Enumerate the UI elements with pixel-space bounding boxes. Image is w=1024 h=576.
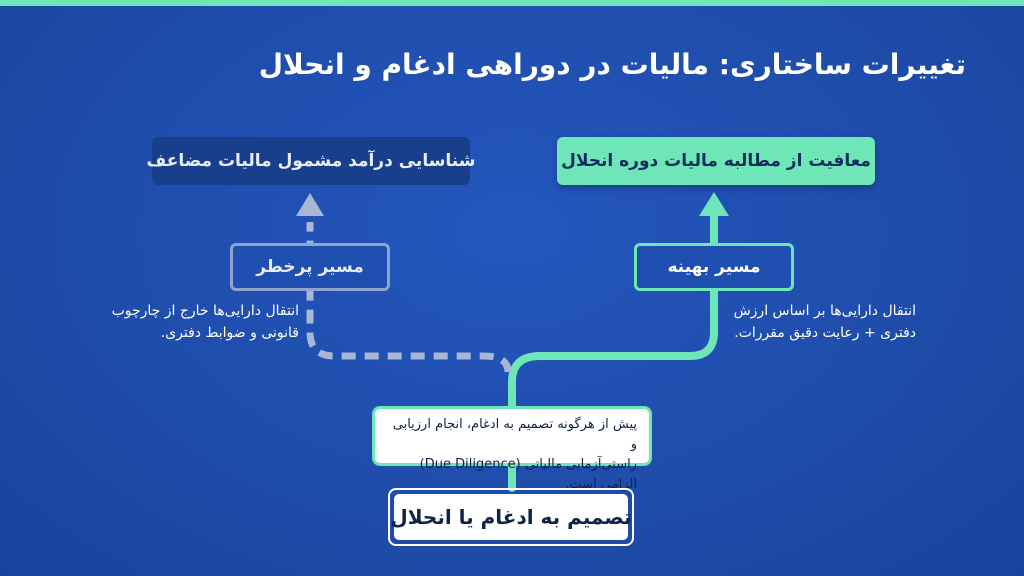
optimal-note-line2: دفتری + رعایت دقیق مقررات.: [734, 325, 916, 341]
risky-path-note: انتقال دارایی‌ها خارج از چارچوب قانونی و…: [59, 300, 299, 344]
risky-note-line1: انتقال دارایی‌ها خارج از چارچوب: [111, 303, 299, 319]
double-tax-box: شناسایی درآمد مشمول مالیات مضاعف: [147, 137, 475, 185]
risky-arrowhead: [296, 193, 324, 216]
optimal-path-box: مسیر بهینه: [634, 243, 794, 291]
callout-line1: پیش از هرگونه تصمیم به ادغام، انجام ارزی…: [392, 417, 637, 452]
decision-box: تصمیم به ادغام یا انحلال: [388, 488, 634, 546]
optimal-arrowhead: [699, 192, 729, 216]
risky-path-box: مسیر پرخطر: [230, 243, 390, 291]
risky-path-line: [306, 222, 512, 373]
exemption-box: معافیت از مطالبه مالیات دوره انحلال: [557, 137, 875, 185]
slide-title: تغییرات ساختاری: مالیات در دوراهی ادغام …: [258, 48, 966, 81]
optimal-path-line: [508, 208, 718, 492]
optimal-path-note: انتقال دارایی‌ها بر اساس ارزش دفتری + رع…: [616, 300, 916, 344]
optimal-note-line1: انتقال دارایی‌ها بر اساس ارزش: [733, 303, 916, 319]
decision-label: تصمیم به ادغام یا انحلال: [390, 494, 632, 540]
top-accent-bar: [0, 0, 1024, 6]
risky-note-line2: قانونی و ضوابط دفتری.: [160, 325, 299, 341]
due-diligence-callout: پیش از هرگونه تصمیم به ادغام، انجام ارزی…: [372, 406, 652, 492]
